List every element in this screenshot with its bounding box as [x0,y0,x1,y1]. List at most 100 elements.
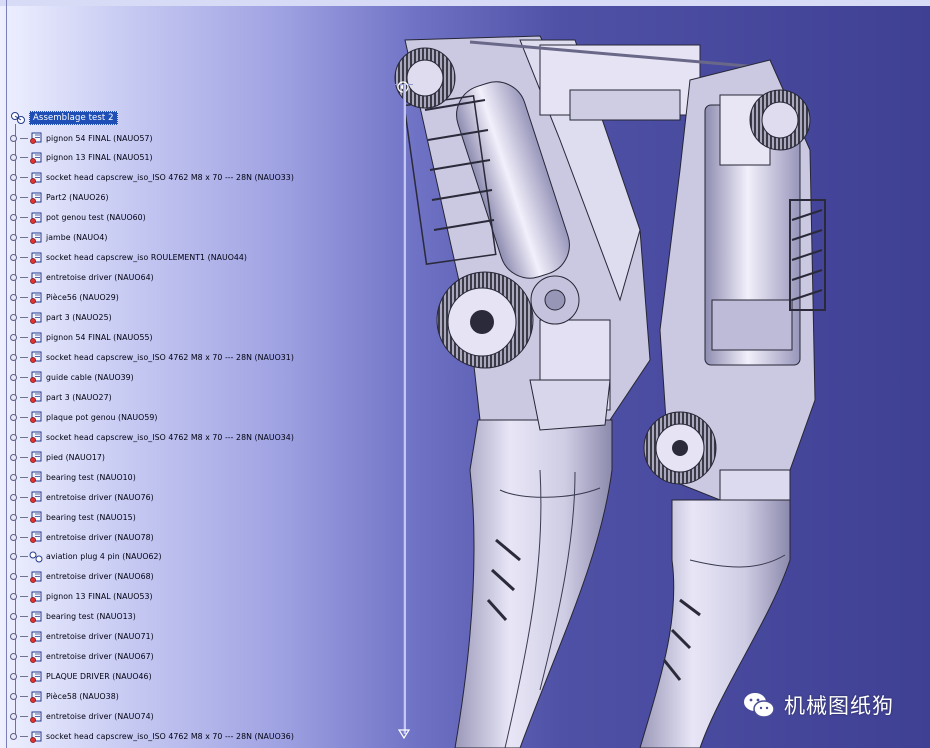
tree-branch-line [20,376,28,378]
tree-node[interactable]: pignon 13 FINAL (NAUO53) [10,589,153,605]
tree-node[interactable]: socket head capscrew_iso_ISO 4762 M8 x 7… [10,349,294,365]
tree-node[interactable]: aviation plug 4 pin (NAUO62) [10,549,162,565]
tree-node[interactable]: pot genou test (NAUO60) [10,210,146,226]
part-icon [30,731,42,743]
part-icon [30,491,42,503]
tree-node-label: entretoise driver (NAUO74) [46,712,154,722]
expand-toggle-icon[interactable] [10,673,17,681]
part-icon [30,351,42,364]
tree-node-label: pignon 54 FINAL (NAUO55) [46,333,153,342]
assembly-icon [29,551,43,563]
expand-toggle-icon[interactable] [10,274,17,282]
part-icon [30,252,42,264]
expand-toggle-icon[interactable] [10,733,17,740]
tree-node[interactable]: pignon 54 FINAL (NAUO55) [10,330,153,346]
expand-toggle-icon[interactable] [10,633,17,641]
expand-toggle-icon[interactable] [10,693,17,701]
part-icon [30,332,42,344]
expand-toggle-icon[interactable] [10,553,17,561]
expand-toggle-icon[interactable] [10,214,17,222]
expand-toggle-icon[interactable] [10,713,17,721]
tree-node[interactable]: entretoise driver (NAUO78) [10,529,154,545]
part-icon [30,511,42,523]
watermark: 机械图纸狗 [742,690,894,720]
tree-node-label: part 3 (NAUO27) [46,392,112,402]
expand-toggle-icon[interactable] [10,194,17,202]
part-icon [30,232,42,244]
right-thigh [659,59,826,531]
scroll-down-arrow-icon[interactable] [397,728,411,740]
tree-node[interactable]: Pièce58 (NAUO38) [10,689,119,705]
tree-node[interactable]: socket head capscrew_iso_ISO 4762 M8 x 7… [10,429,294,445]
tree-node[interactable]: pignon 13 FINAL (NAUO51) [10,150,153,166]
expand-toggle-icon[interactable] [10,613,17,621]
tree-node[interactable]: entretoise driver (NAUO67) [10,649,154,665]
tree-node[interactable]: Part2 (NAUO26) [10,190,109,206]
tree-node[interactable]: bearing test (NAUO13) [10,609,136,625]
expand-toggle-icon[interactable] [10,473,17,481]
tree-root-label[interactable]: Assemblage test 2 [29,111,118,125]
expand-toggle-icon[interactable] [10,154,17,162]
top-gear-left [394,47,456,109]
expand-toggle-icon[interactable] [10,373,17,381]
tree-branch-line [20,297,28,299]
expand-toggle-icon[interactable] [10,334,17,341]
tree-node[interactable]: entretoise driver (NAUO64) [10,270,154,286]
expand-toggle-icon[interactable] [10,254,17,262]
tree-branch-line [20,197,28,199]
expand-toggle-icon[interactable] [10,513,17,521]
tree-node-label: bearing test (NAUO15) [46,512,136,522]
tree-node[interactable]: pignon 54 FINAL (NAUO57) [10,130,153,146]
expand-toggle-icon[interactable] [10,413,17,421]
tree-node[interactable]: bearing test (NAUO15) [10,509,136,525]
expand-toggle-icon[interactable] [10,294,17,302]
tree-node[interactable]: entretoise driver (NAUO74) [10,709,154,725]
tree-branch-line [20,656,28,658]
tree-node[interactable]: part 3 (NAUO25) [10,310,112,326]
vertical-scroll-line[interactable] [403,84,406,734]
expand-toggle-icon[interactable] [10,234,17,242]
expand-toggle-icon[interactable] [10,393,17,401]
tree-branch-line [20,516,28,518]
expand-toggle-icon[interactable] [10,314,17,322]
tree-node[interactable]: Pièce56 (NAUO29) [10,290,119,306]
part-icon [30,691,42,703]
tree-node[interactable]: plaque pot genou (NAUO59) [10,409,157,425]
part-icon [30,292,42,304]
tree-node[interactable]: entretoise driver (NAUO71) [10,629,154,645]
tree-node[interactable]: PLAQUE DRIVER (NAUO46) [10,669,152,685]
tree-branch-line [20,596,28,598]
tree-node[interactable]: jambe (NAUO4) [10,230,107,246]
expand-toggle-icon[interactable] [10,134,17,142]
expand-toggle-icon[interactable] [10,433,17,441]
tree-node[interactable]: pied (NAUO17) [10,449,105,465]
tree-node[interactable]: part 3 (NAUO27) [10,389,112,405]
expand-toggle-icon[interactable] [10,593,17,601]
part-icon [30,531,42,543]
tree-node[interactable]: bearing test (NAUO10) [10,469,136,485]
tree-node-label: pot genou test (NAUO60) [46,213,146,223]
right-knee-gear [643,411,717,485]
hip-crossbar [469,40,771,121]
tree-root[interactable]: Assemblage test 2 [10,110,118,126]
tree-branch-line [20,416,28,418]
expand-toggle-icon[interactable] [10,453,17,461]
tree-node[interactable]: guide cable (NAUO39) [10,369,134,385]
tree-node[interactable]: socket head capscrew_iso_ISO 4762 M8 x 7… [10,729,294,745]
expand-toggle-icon[interactable] [10,353,17,361]
tree-node[interactable]: socket head capscrew_iso ROULEMENT1 (NAU… [10,250,247,266]
tree-node[interactable]: entretoise driver (NAUO68) [10,569,154,585]
expand-toggle-icon[interactable] [10,493,17,501]
tree-node[interactable]: entretoise driver (NAUO76) [10,489,154,505]
tree-branch-line [20,476,28,478]
expand-toggle-icon[interactable] [10,174,17,182]
expand-toggle-icon[interactable] [10,533,17,541]
tree-branch-line [20,496,28,498]
expand-toggle-icon[interactable] [10,573,17,581]
tree-node-label: entretoise driver (NAUO67) [46,652,154,662]
expand-toggle-icon[interactable] [10,653,17,661]
tree-node-label: Pièce58 (NAUO38) [46,692,119,702]
tree-node[interactable]: socket head capscrew_iso_ISO 4762 M8 x 7… [10,170,294,186]
